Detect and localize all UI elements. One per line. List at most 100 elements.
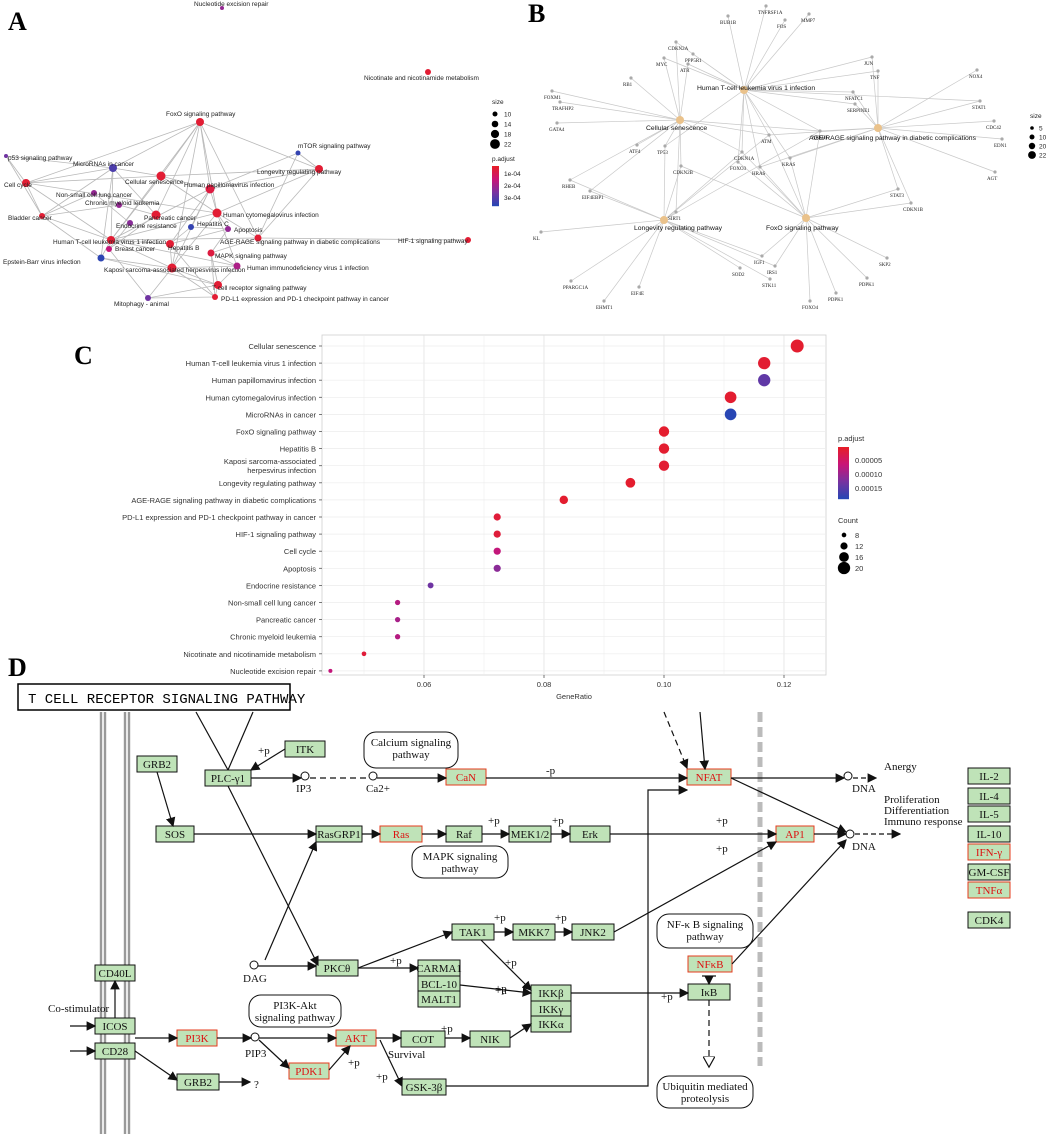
label-plus-p-7: +p: [555, 912, 567, 924]
label-hif-1-signaling-pathway: HIF-1 signaling pathway: [398, 238, 468, 245]
legend-padjust-strip-46: [838, 493, 849, 495]
gene-node-11: [629, 76, 633, 80]
gene-node-28: [568, 178, 572, 182]
label-kaposi-sarcoma-associated-herpesvirus-infection: Kaposi sarcoma-associated herpesvirus in…: [104, 267, 246, 274]
edge-b-0-15: [664, 89, 745, 147]
edge-b-2-3: [877, 100, 981, 129]
legend-padjust-strip-6: [838, 453, 849, 455]
edge-a-27: [190, 188, 211, 228]
node-t-cell-receptor-signaling-pathway: [214, 281, 222, 289]
cytokine-tnf-6: TNFα: [976, 885, 1003, 897]
dot-human-papillomavirus-infection: [758, 374, 771, 387]
gene-pi3k: PI3K: [185, 1033, 208, 1045]
label-costimulator: Co-stimulator: [48, 1003, 109, 1015]
edge-a-30: [171, 212, 218, 269]
label-survival: Survival: [388, 1049, 425, 1061]
legend-padjust-strip-29: [838, 476, 849, 478]
edge-a-56: [257, 168, 320, 239]
legend-padjust-strip-11: [838, 458, 849, 460]
gene-node-33: [909, 201, 913, 205]
node-human-t-cell-leukemia-virus-1-infection: [107, 236, 115, 244]
gene-label-40: PPARGC1A: [563, 286, 588, 291]
label-micrornas-in-cancer: MicroRNAs in cancer: [73, 161, 135, 168]
dot-pancreatic-cancer: [394, 616, 401, 623]
node-epstein-barr-virus-infection: [97, 254, 105, 262]
gene-label-38: IRS1: [767, 271, 778, 276]
edge-b-4-3: [805, 217, 888, 259]
label-mtor-signaling-pathway: mTOR signaling pathway: [298, 143, 371, 150]
gene-rasgrp1: RasGRP1: [317, 829, 360, 841]
legend-size-title: size: [492, 99, 504, 106]
edge-a-11: [41, 167, 114, 217]
connector-44: [699, 711, 710, 771]
legend-p-strip-24: [492, 190, 499, 192]
dot-endocrine-resistance: [427, 582, 434, 589]
gene-node-20: [818, 129, 822, 133]
calcium-pathway-line-0: Calcium signaling: [371, 737, 452, 749]
cytokine-gm-csf-5: GM-CSF: [969, 867, 1010, 879]
edge-b-0-2: [743, 19, 786, 91]
y-label-1-0: Human T-cell leukemia virus 1 infection: [186, 359, 316, 368]
label-prolif-0: Proliferation: [884, 794, 940, 806]
legend-p-strip-19: [492, 185, 499, 187]
node-p53-signaling-pathway: [4, 154, 8, 158]
gene-node-45: [834, 291, 838, 295]
edge-b-4-0: [805, 202, 912, 219]
gene-label-11: RB1: [623, 83, 633, 88]
legend-p-strip-15: [492, 181, 499, 183]
y-label-5-0: FoxO signaling pathway: [236, 428, 316, 437]
edge-b-3-2: [663, 219, 763, 257]
pathway-label-longevity-regulating-pathway: Longevity regulating pathway: [634, 225, 723, 232]
dot-chronic-myeloid-leukemia: [394, 634, 401, 640]
y-label-7-0: Kaposi sarcoma-associated: [224, 457, 316, 466]
gene-node-9: [876, 69, 880, 73]
label-dag: DAG: [243, 973, 267, 985]
pathway-label-human-t-cell-leukemia-virus-1-infection: Human T-cell leukemia virus 1 infection: [697, 85, 815, 92]
edge-b-3-8: [638, 219, 665, 288]
legend-padjust-strip-0: [838, 447, 849, 449]
edge-a-62: [5, 155, 114, 169]
cytokine-cdk4-7-box: [967, 911, 1011, 929]
edge-b-1-9: [675, 119, 681, 213]
cytokine-il-10-3: IL-10: [976, 829, 1002, 841]
edge-a-14: [110, 167, 114, 241]
gene-label-16: TRAFHP2: [552, 107, 574, 112]
metabolite-2: [249, 960, 259, 970]
gene-label-30: HRAS: [752, 172, 766, 177]
edge-a-7: [25, 121, 201, 184]
edge-a-65: [41, 204, 120, 217]
edge-a-72: [210, 252, 238, 267]
y-label-16-0: Pancreatic cancer: [256, 616, 317, 625]
label-bladder-cancer: Bladder cancer: [8, 215, 53, 222]
metabolite-1: [368, 771, 378, 781]
dot-hepatitis-b: [658, 443, 670, 454]
gene-akt: AKT: [345, 1033, 368, 1045]
ubiquitin-pathway-line-0: Ubiquitin mediated: [662, 1081, 748, 1093]
gene-label-32: STAT3: [890, 194, 905, 199]
legend-padjust-tick-2: 0.00015: [855, 484, 882, 493]
gene-node-32: [896, 187, 900, 191]
gene-node-23: [635, 143, 639, 147]
dot-nicotinate-and-nicotinamide-metabolism: [361, 651, 367, 657]
y-label-11-0: HIF-1 signaling pathway: [236, 530, 317, 539]
legend-padjust-strip-33: [838, 480, 849, 482]
y-label-3-0: Human cytomegalovirus infection: [206, 393, 316, 402]
dot-cell-cycle: [493, 547, 501, 555]
gene-ikka: IKKα: [538, 1019, 564, 1031]
node-human-immunodeficiency-virus-1-infection: [233, 262, 241, 270]
legend-p-strip-21: [492, 187, 499, 189]
legend-padjust-strip-27: [838, 474, 849, 476]
node-foxo-signaling-pathway: [196, 118, 204, 126]
gene-ras: Ras: [393, 829, 410, 841]
legend-p-strip-17: [492, 183, 499, 185]
gene-node-35: [539, 230, 543, 234]
edge-b-2-6: [877, 127, 996, 173]
gene-label-5: PPP5R1: [685, 59, 702, 64]
edge-b-3-14: [663, 151, 743, 221]
edge-a-54: [210, 237, 259, 254]
gene-label-19: GATA4: [549, 128, 565, 133]
pi3k-akt-pathway-line-0: PI3K-Akt: [273, 1000, 316, 1012]
gene-label-27: AGT: [987, 177, 997, 182]
dot-hif-1-signaling-pathway: [493, 530, 501, 538]
legend-padjust-tick-0: 0.00005: [855, 456, 882, 465]
